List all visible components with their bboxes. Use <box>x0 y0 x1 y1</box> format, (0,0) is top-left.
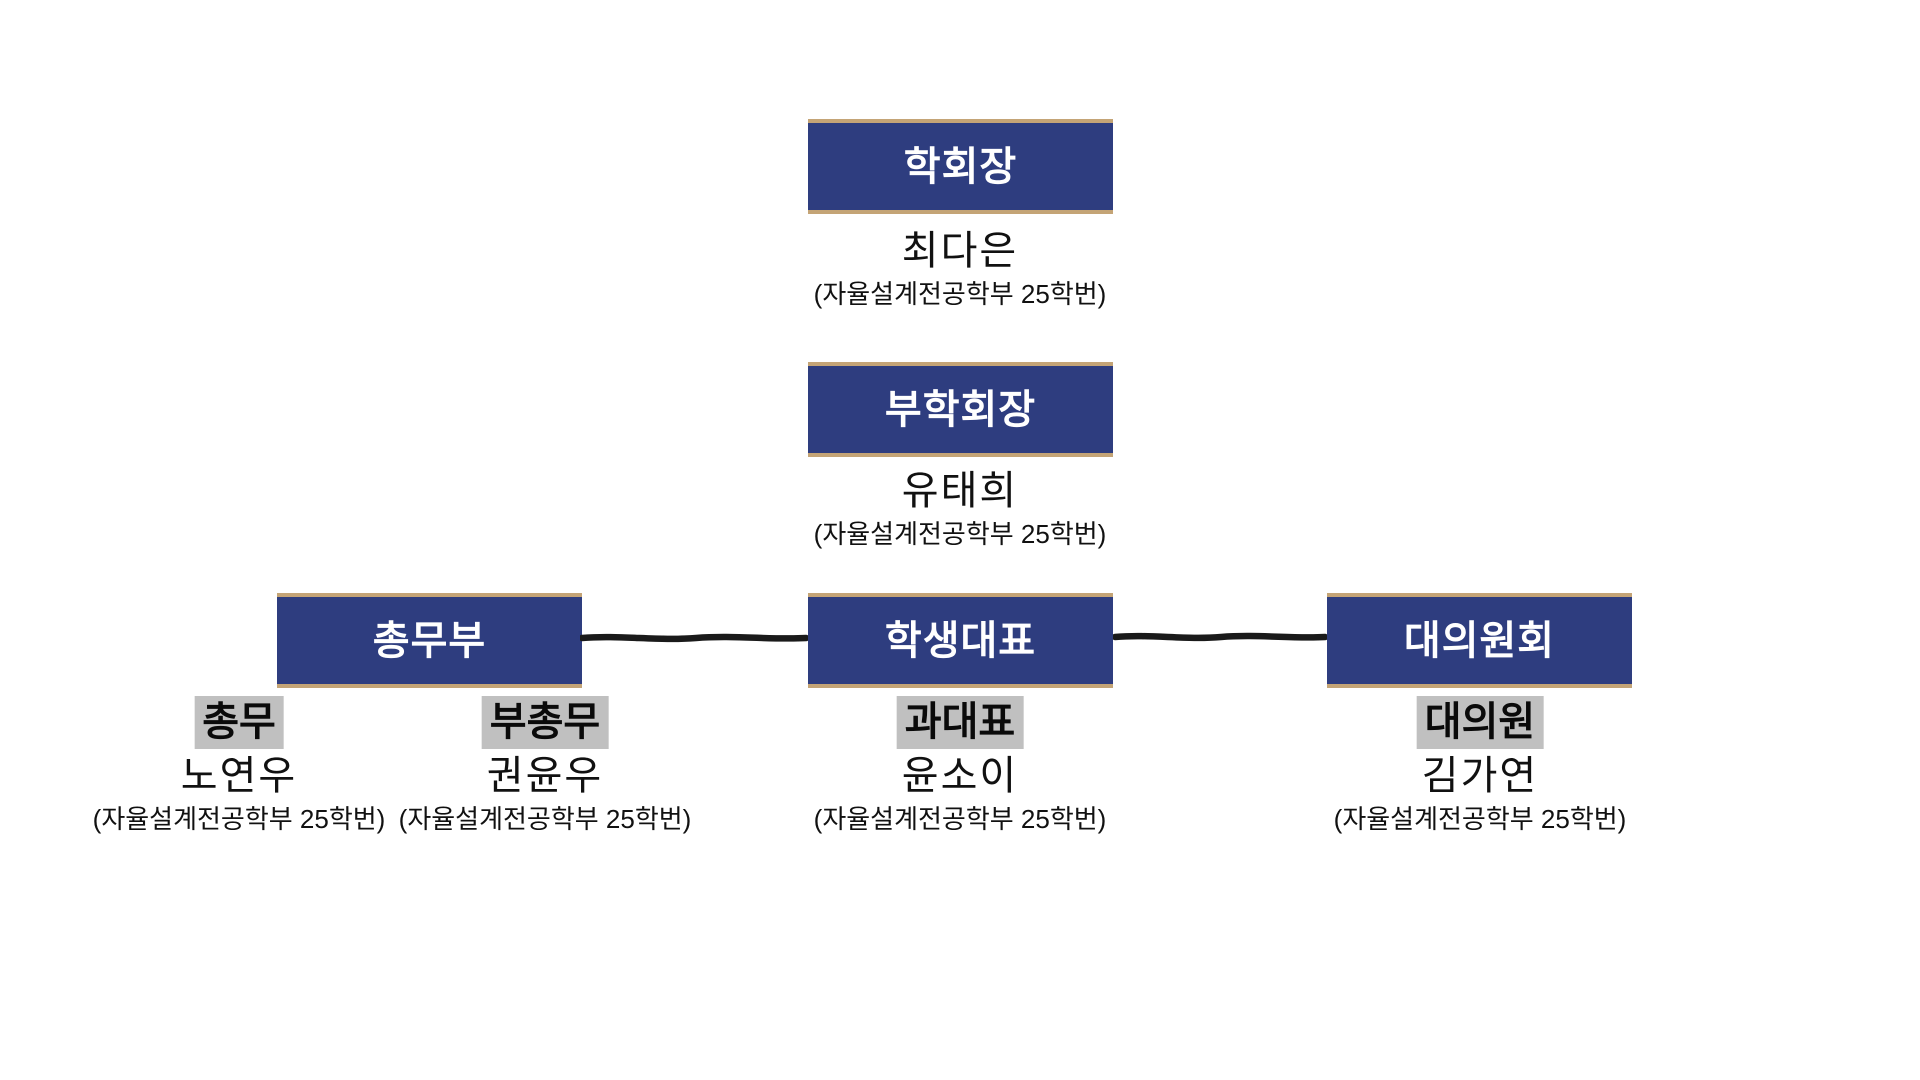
president-name: 최다은 <box>901 229 1019 273</box>
vice-president-name: 유태희 <box>901 469 1019 513</box>
member-name: 권윤우 <box>486 754 604 799</box>
delegates-title: 대의원회 <box>1403 618 1556 663</box>
delegates-box: 대의원회 <box>1327 593 1632 688</box>
vice-president-person: 유태희 (자율설계전공학부 25학번) <box>814 468 1107 550</box>
general-affairs-member-1: 총무 노연우 (자율설계전공학부 25학번) <box>92 696 386 835</box>
vice-president-affiliation: (자율설계전공학부 25학번) <box>813 519 1107 549</box>
member-affiliation: (자율설계전공학부 25학번) <box>813 804 1107 835</box>
member-role-badge: 총무 <box>194 696 284 750</box>
vice-president-box: 부학회장 <box>808 362 1113 457</box>
member-role-badge: 부총무 <box>481 696 609 750</box>
student-rep-member-1: 과대표 윤소이 (자율설계전공학부 25학번) <box>813 696 1107 835</box>
vice-president-title: 부학회장 <box>884 387 1037 432</box>
connector-line-right <box>1113 632 1327 642</box>
member-name: 노연우 <box>180 754 298 799</box>
general-affairs-box: 총무부 <box>277 593 582 688</box>
president-person: 최다은 (자율설계전공학부 25학번) <box>814 228 1107 310</box>
general-affairs-member-2: 부총무 권윤우 (자율설계전공학부 25학번) <box>398 696 692 835</box>
president-box: 학회장 <box>808 119 1113 214</box>
student-rep-box: 학생대표 <box>808 593 1113 688</box>
member-affiliation: (자율설계전공학부 25학번) <box>398 804 692 835</box>
general-affairs-title: 총무부 <box>372 618 487 663</box>
connector-line-left <box>580 633 808 643</box>
member-role-badge: 과대표 <box>896 696 1024 750</box>
member-role-badge: 대의원 <box>1416 696 1544 750</box>
president-title: 학회장 <box>903 144 1018 189</box>
member-name: 김가연 <box>1421 754 1539 799</box>
member-affiliation: (자율설계전공학부 25학번) <box>92 804 386 835</box>
member-affiliation: (자율설계전공학부 25학번) <box>1333 804 1627 835</box>
president-affiliation: (자율설계전공학부 25학번) <box>813 279 1107 309</box>
member-name: 윤소이 <box>901 754 1019 799</box>
delegates-member-1: 대의원 김가연 (자율설계전공학부 25학번) <box>1333 696 1627 835</box>
student-rep-title: 학생대표 <box>884 618 1037 663</box>
